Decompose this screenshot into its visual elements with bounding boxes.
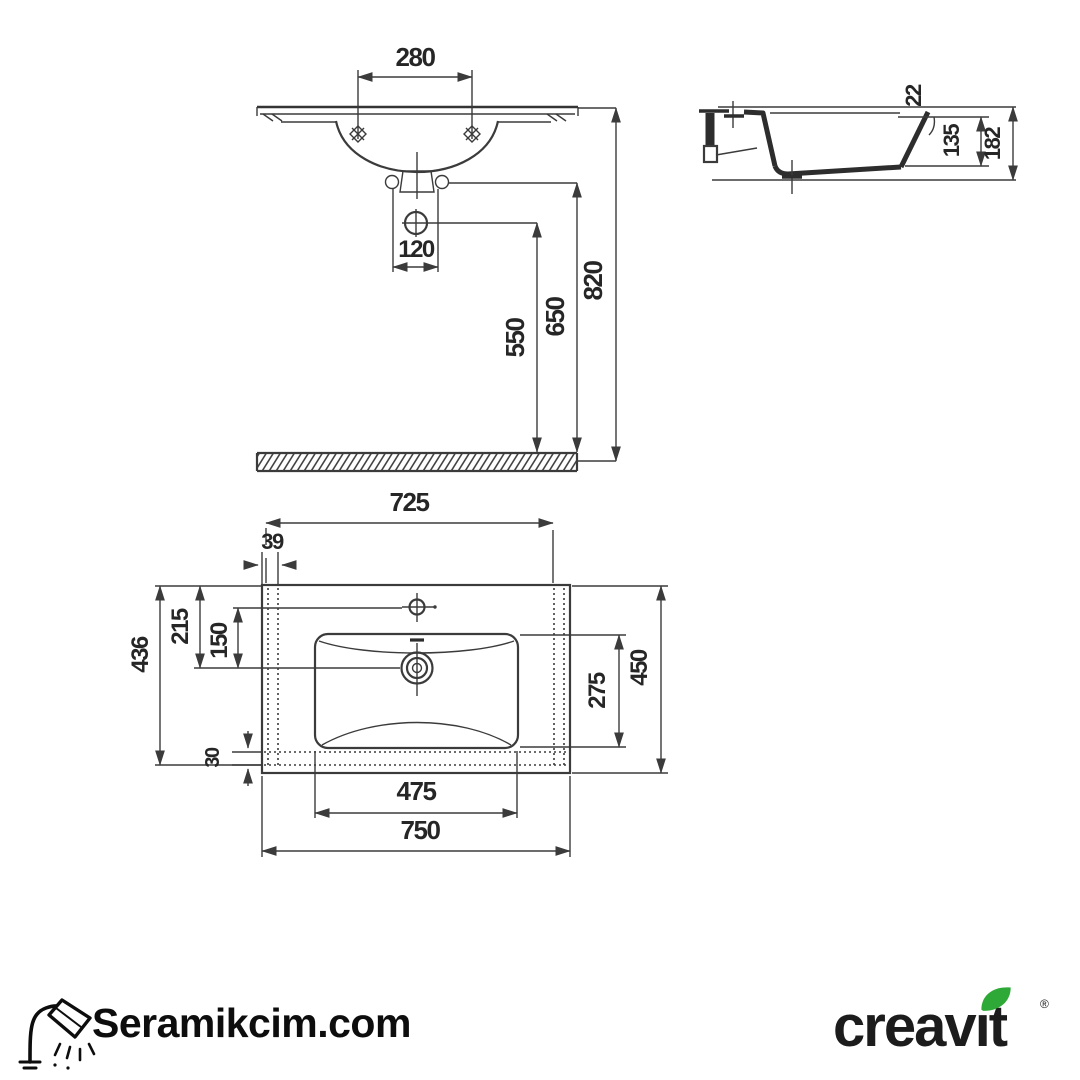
- dim-front-gap-label: 30: [202, 747, 224, 768]
- dim-inner-width-label: 725: [390, 487, 430, 517]
- brand-logo: creavıt: [833, 994, 1008, 1059]
- dim-drain-width-label: 120: [398, 236, 435, 263]
- dim-total-width-label: 750: [401, 815, 441, 845]
- dim-fixing-height-label: 650: [540, 297, 570, 337]
- dim-total-depth-top-label: 450: [626, 649, 653, 686]
- registered-mark: ®: [1040, 997, 1049, 1011]
- dim-cabinet-depth-label: 436: [127, 636, 154, 673]
- side-view: 22 135 182: [699, 84, 1018, 194]
- dim-rim-thickness-label: 22: [901, 84, 926, 107]
- dim-drain-height-label: 550: [500, 318, 530, 358]
- shower-icon: [18, 998, 96, 1070]
- dim-tap-setback-label: 215: [167, 608, 194, 645]
- top-view: 725 39 215 150 436 30 475 750 275: [127, 487, 668, 857]
- dim-hole-spacing-label: 280: [396, 42, 436, 72]
- dim-bowl-depth-label: 275: [584, 672, 611, 709]
- front-view: 280 120 550 650 820: [255, 42, 621, 473]
- dim-side-offset-label: 39: [261, 529, 284, 554]
- dim-tap-to-drain-label: 150: [206, 622, 233, 659]
- dim-total-depth-label: 182: [980, 127, 1005, 160]
- floor-hatch: [258, 454, 576, 470]
- dim-rim-height-label: 820: [578, 261, 608, 301]
- dim-basin-depth-label: 135: [939, 124, 964, 157]
- dim-bowl-width-label: 475: [397, 776, 437, 806]
- site-logo: Seramikcim.com: [92, 1000, 411, 1046]
- leaf-icon: [981, 987, 1011, 1011]
